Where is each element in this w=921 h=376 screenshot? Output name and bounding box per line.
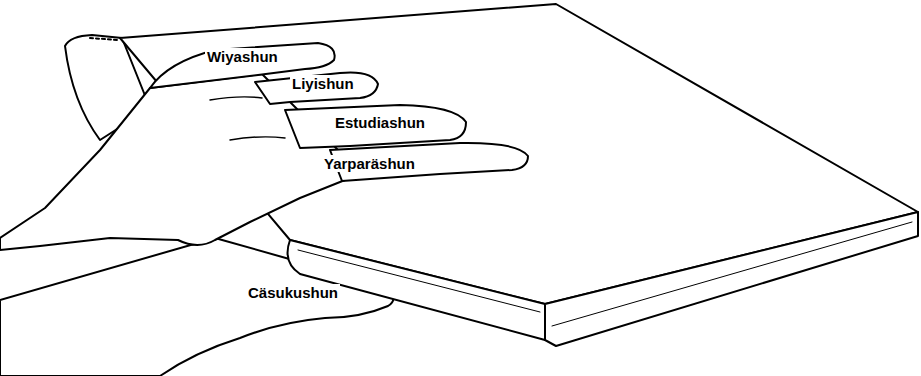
spine-dash — [90, 38, 118, 40]
book-edge-line — [298, 250, 540, 312]
ring-finger — [285, 105, 466, 148]
finger-label: Estudiashun — [333, 114, 427, 131]
knuckle-line — [210, 97, 262, 100]
finger-label: Liyishun — [290, 75, 356, 92]
knuckle-line — [230, 137, 285, 140]
book-side-edge — [545, 212, 918, 346]
middle-finger — [255, 72, 378, 104]
finger-label: Cäsukushun — [246, 284, 340, 301]
finger-label: Yarparäshun — [322, 155, 417, 172]
book-page-line — [552, 222, 912, 326]
finger-label: Wiyashun — [205, 48, 280, 65]
